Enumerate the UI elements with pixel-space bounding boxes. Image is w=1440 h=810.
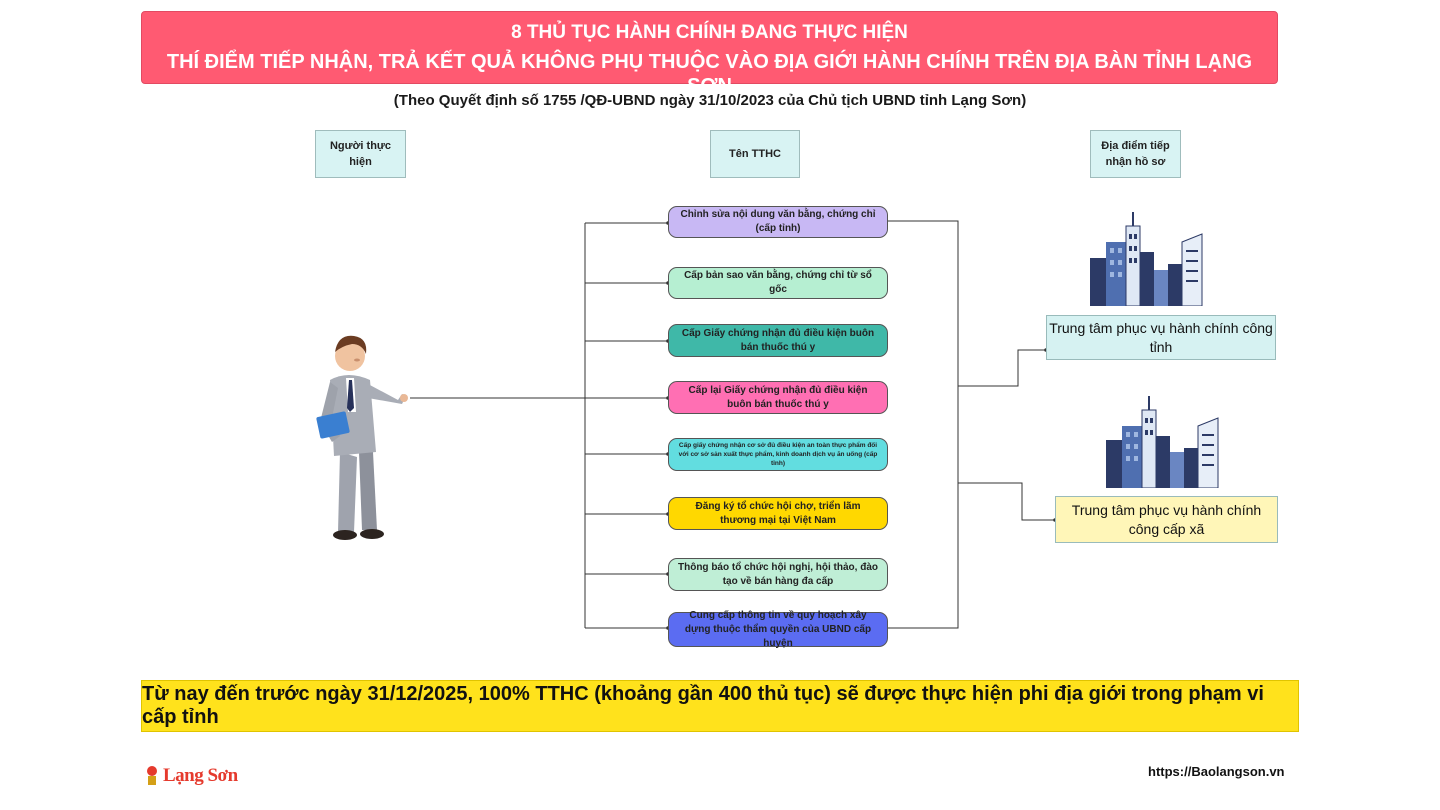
destination-label: Trung tâm phục vụ hành chính công cấp xã [1071, 501, 1262, 537]
subtitle: (Theo Quyết định số 1755 /QĐ-UBND ngày 3… [393, 92, 1027, 109]
header-location: Địa điểm tiếp nhận hồ sơ [1090, 130, 1181, 178]
city-buildings-icon [1106, 396, 1219, 488]
procedure-label: Đăng ký tổ chức hội chợ, triển lãm thươn… [695, 500, 861, 526]
header-procedure: Tên TTHC [710, 130, 800, 178]
procedure-2: Cấp bản sao văn bằng, chứng chỉ từ sổ gố… [668, 267, 888, 299]
bottom-banner: Từ nay đến trước ngày 31/12/2025, 100% T… [141, 680, 1299, 732]
procedure-label: Cấp lại Giấy chứng nhận đủ điều kiện buô… [688, 384, 868, 410]
footer-logo: Lạng Sơn [145, 764, 238, 788]
logo-emblem-icon [147, 766, 157, 785]
destination-province: Trung tâm phục vụ hành chính công tỉnh [1046, 315, 1276, 360]
title-banner: 8 THỦ TỤC HÀNH CHÍNH ĐANG THỰC HIỆN THÍ … [141, 11, 1278, 97]
footer-url[interactable]: https://Baolangson.vn [1148, 764, 1285, 779]
procedure-label: Thông báo tổ chức hội nghị, hội thảo, đà… [678, 561, 878, 587]
procedure-7: Thông báo tổ chức hội nghị, hội thảo, đà… [668, 558, 888, 591]
procedure-5: Cấp giấy chứng nhận cơ sở đủ điều kiện a… [668, 438, 888, 471]
procedure-label: Cung cấp thông tin về quy hoạch xây dựng… [684, 609, 872, 649]
city-buildings-icon [1090, 212, 1203, 306]
header-performer: Người thực hiện [315, 130, 406, 178]
procedure-label: Cấp Giấy chứng nhận đủ điều kiện buôn bá… [681, 327, 875, 353]
title-line-2: THÍ ĐIỂM TIẾP NHẬN, TRẢ KẾT QUẢ KHÔNG PH… [166, 51, 1253, 97]
procedure-label: Cấp bản sao văn bằng, chứng chỉ từ sổ gố… [684, 270, 872, 295]
title-line-1: 8 THỦ TỤC HÀNH CHÍNH ĐANG THỰC HIỆN [511, 22, 908, 43]
banner-text: Từ nay đến trước ngày 31/12/2025, 100% T… [142, 683, 1264, 728]
procedure-label: Chỉnh sửa nội dung văn bằng, chứng chỉ (… [680, 209, 876, 234]
destination-label: Trung tâm phục vụ hành chính công tỉnh [1049, 319, 1273, 355]
procedure-6: Đăng ký tổ chức hội chợ, triển lãm thươn… [668, 497, 888, 530]
procedure-8: Cung cấp thông tin về quy hoạch xây dựng… [668, 610, 888, 649]
logo-text: Lạng Sơn [163, 765, 238, 786]
businessman-illustration [316, 335, 408, 540]
destination-commune: Trung tâm phục vụ hành chính công cấp xã [1055, 496, 1278, 543]
procedure-label: Cấp giấy chứng nhận cơ sở đủ điều kiện a… [678, 442, 878, 467]
procedure-3: Cấp Giấy chứng nhận đủ điều kiện buôn bá… [668, 324, 888, 357]
procedure-1: Chỉnh sửa nội dung văn bằng, chứng chỉ (… [668, 206, 888, 238]
procedure-4: Cấp lại Giấy chứng nhận đủ điều kiện buô… [668, 381, 888, 414]
